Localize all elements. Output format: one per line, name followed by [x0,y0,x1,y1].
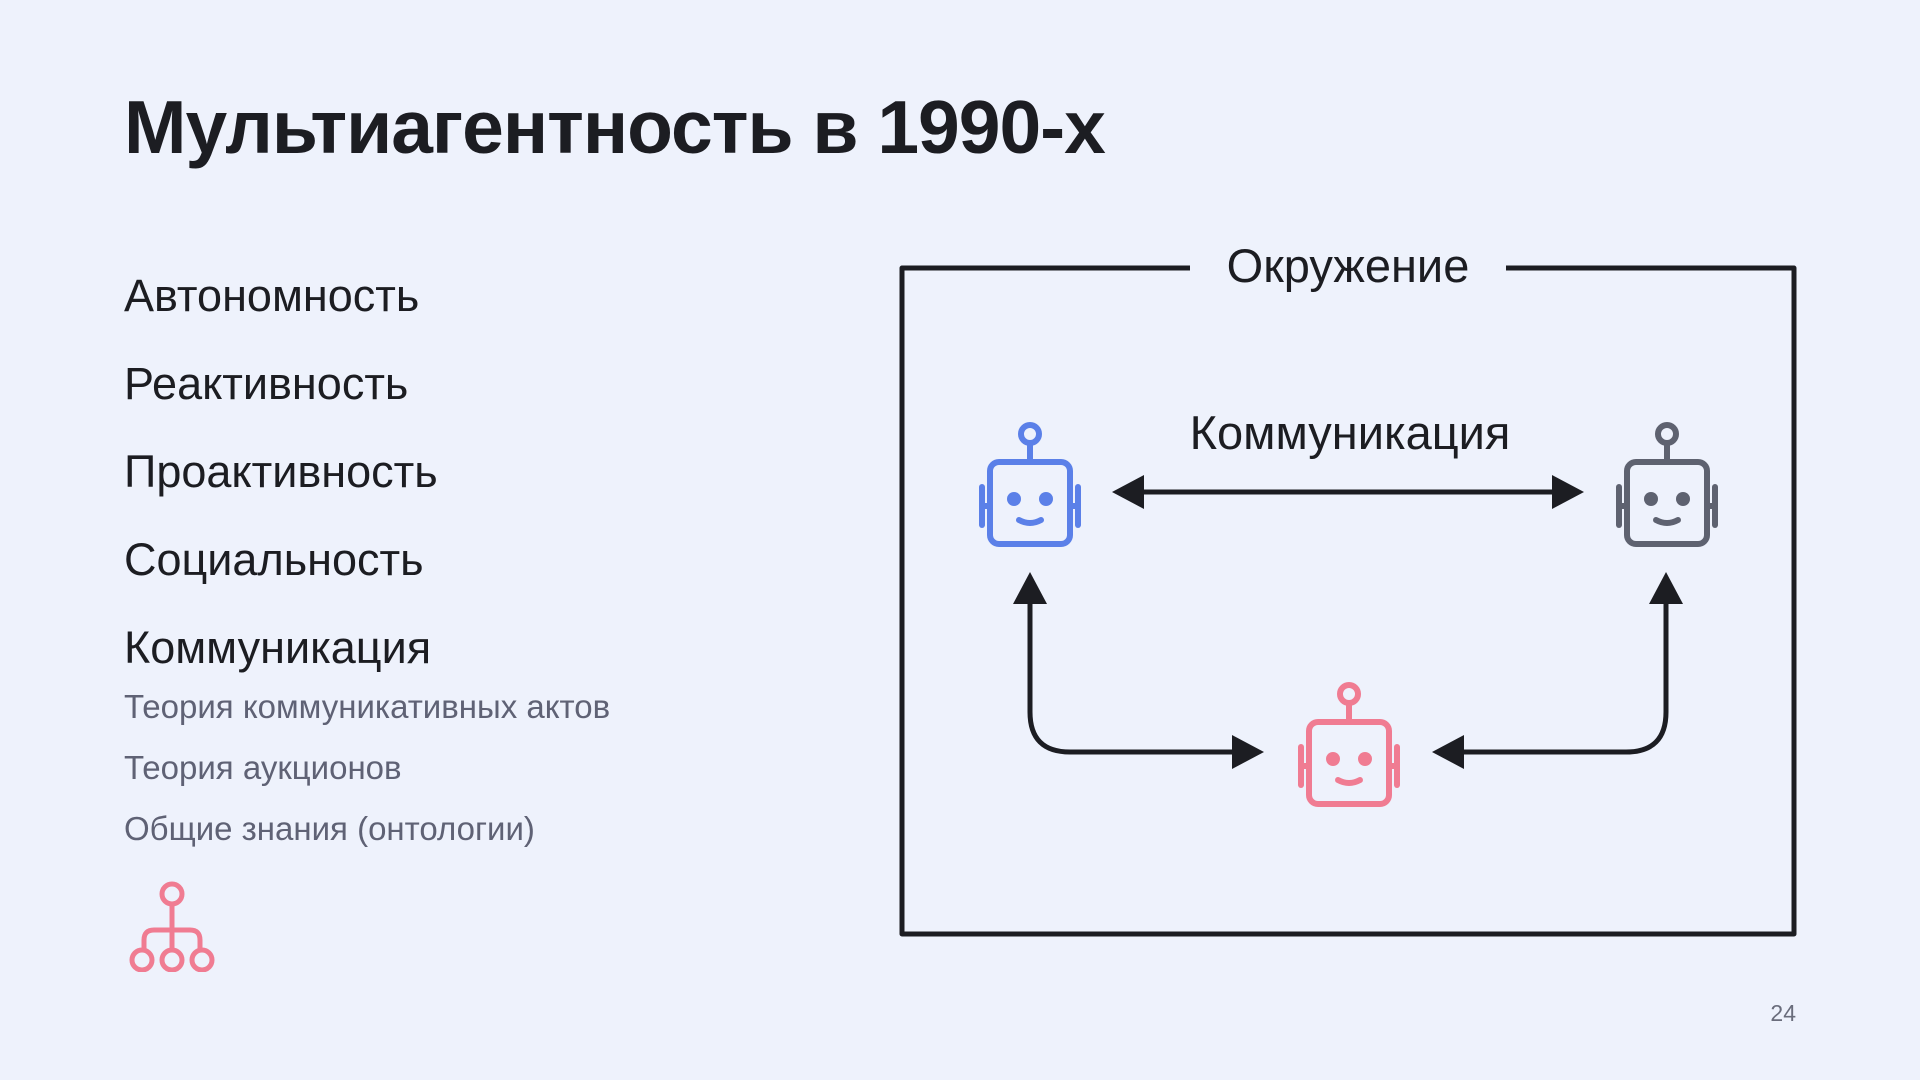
feature-item-reactivity: Реактивность [124,358,409,409]
hierarchy-icon [129,881,215,972]
subitem-auctions: Теория аукционов [124,749,402,786]
arrowhead-right [1552,475,1584,509]
right-connector [1457,597,1669,755]
robot-gray-icon [1619,425,1715,544]
slide-title: Мультиагентность в 1990-х [124,85,1106,169]
feature-item-autonomy: Автономность [124,270,420,321]
feature-item-proactivity: Проактивность [124,446,438,497]
subitem-speech-acts: Теория коммуникативных актов [124,688,611,725]
feature-item-communication: Коммуникация [124,622,432,673]
arrowhead-up-left [1013,572,1047,604]
page-number: 24 [1770,1000,1796,1026]
environment-frame [899,265,1797,937]
robot-blue-icon [982,425,1078,544]
environment-label: Окружение [1227,239,1470,292]
arrowhead-to-pink-left [1232,735,1264,769]
robot-pink-icon [1301,685,1397,804]
arrowhead-to-pink-right [1432,735,1464,769]
feature-list: Автономность Реактивность Проактивность … [124,252,438,692]
left-connector [1027,597,1241,755]
arrowhead-left [1112,475,1144,509]
feature-item-sociality: Социальность [124,534,424,585]
subitem-ontologies: Общие знания (онтологии) [124,810,535,847]
arrowhead-up-right [1649,572,1683,604]
communication-sublist: Теория коммуникативных актов Теория аукц… [124,676,610,859]
communication-label: Коммуникация [1190,406,1511,459]
